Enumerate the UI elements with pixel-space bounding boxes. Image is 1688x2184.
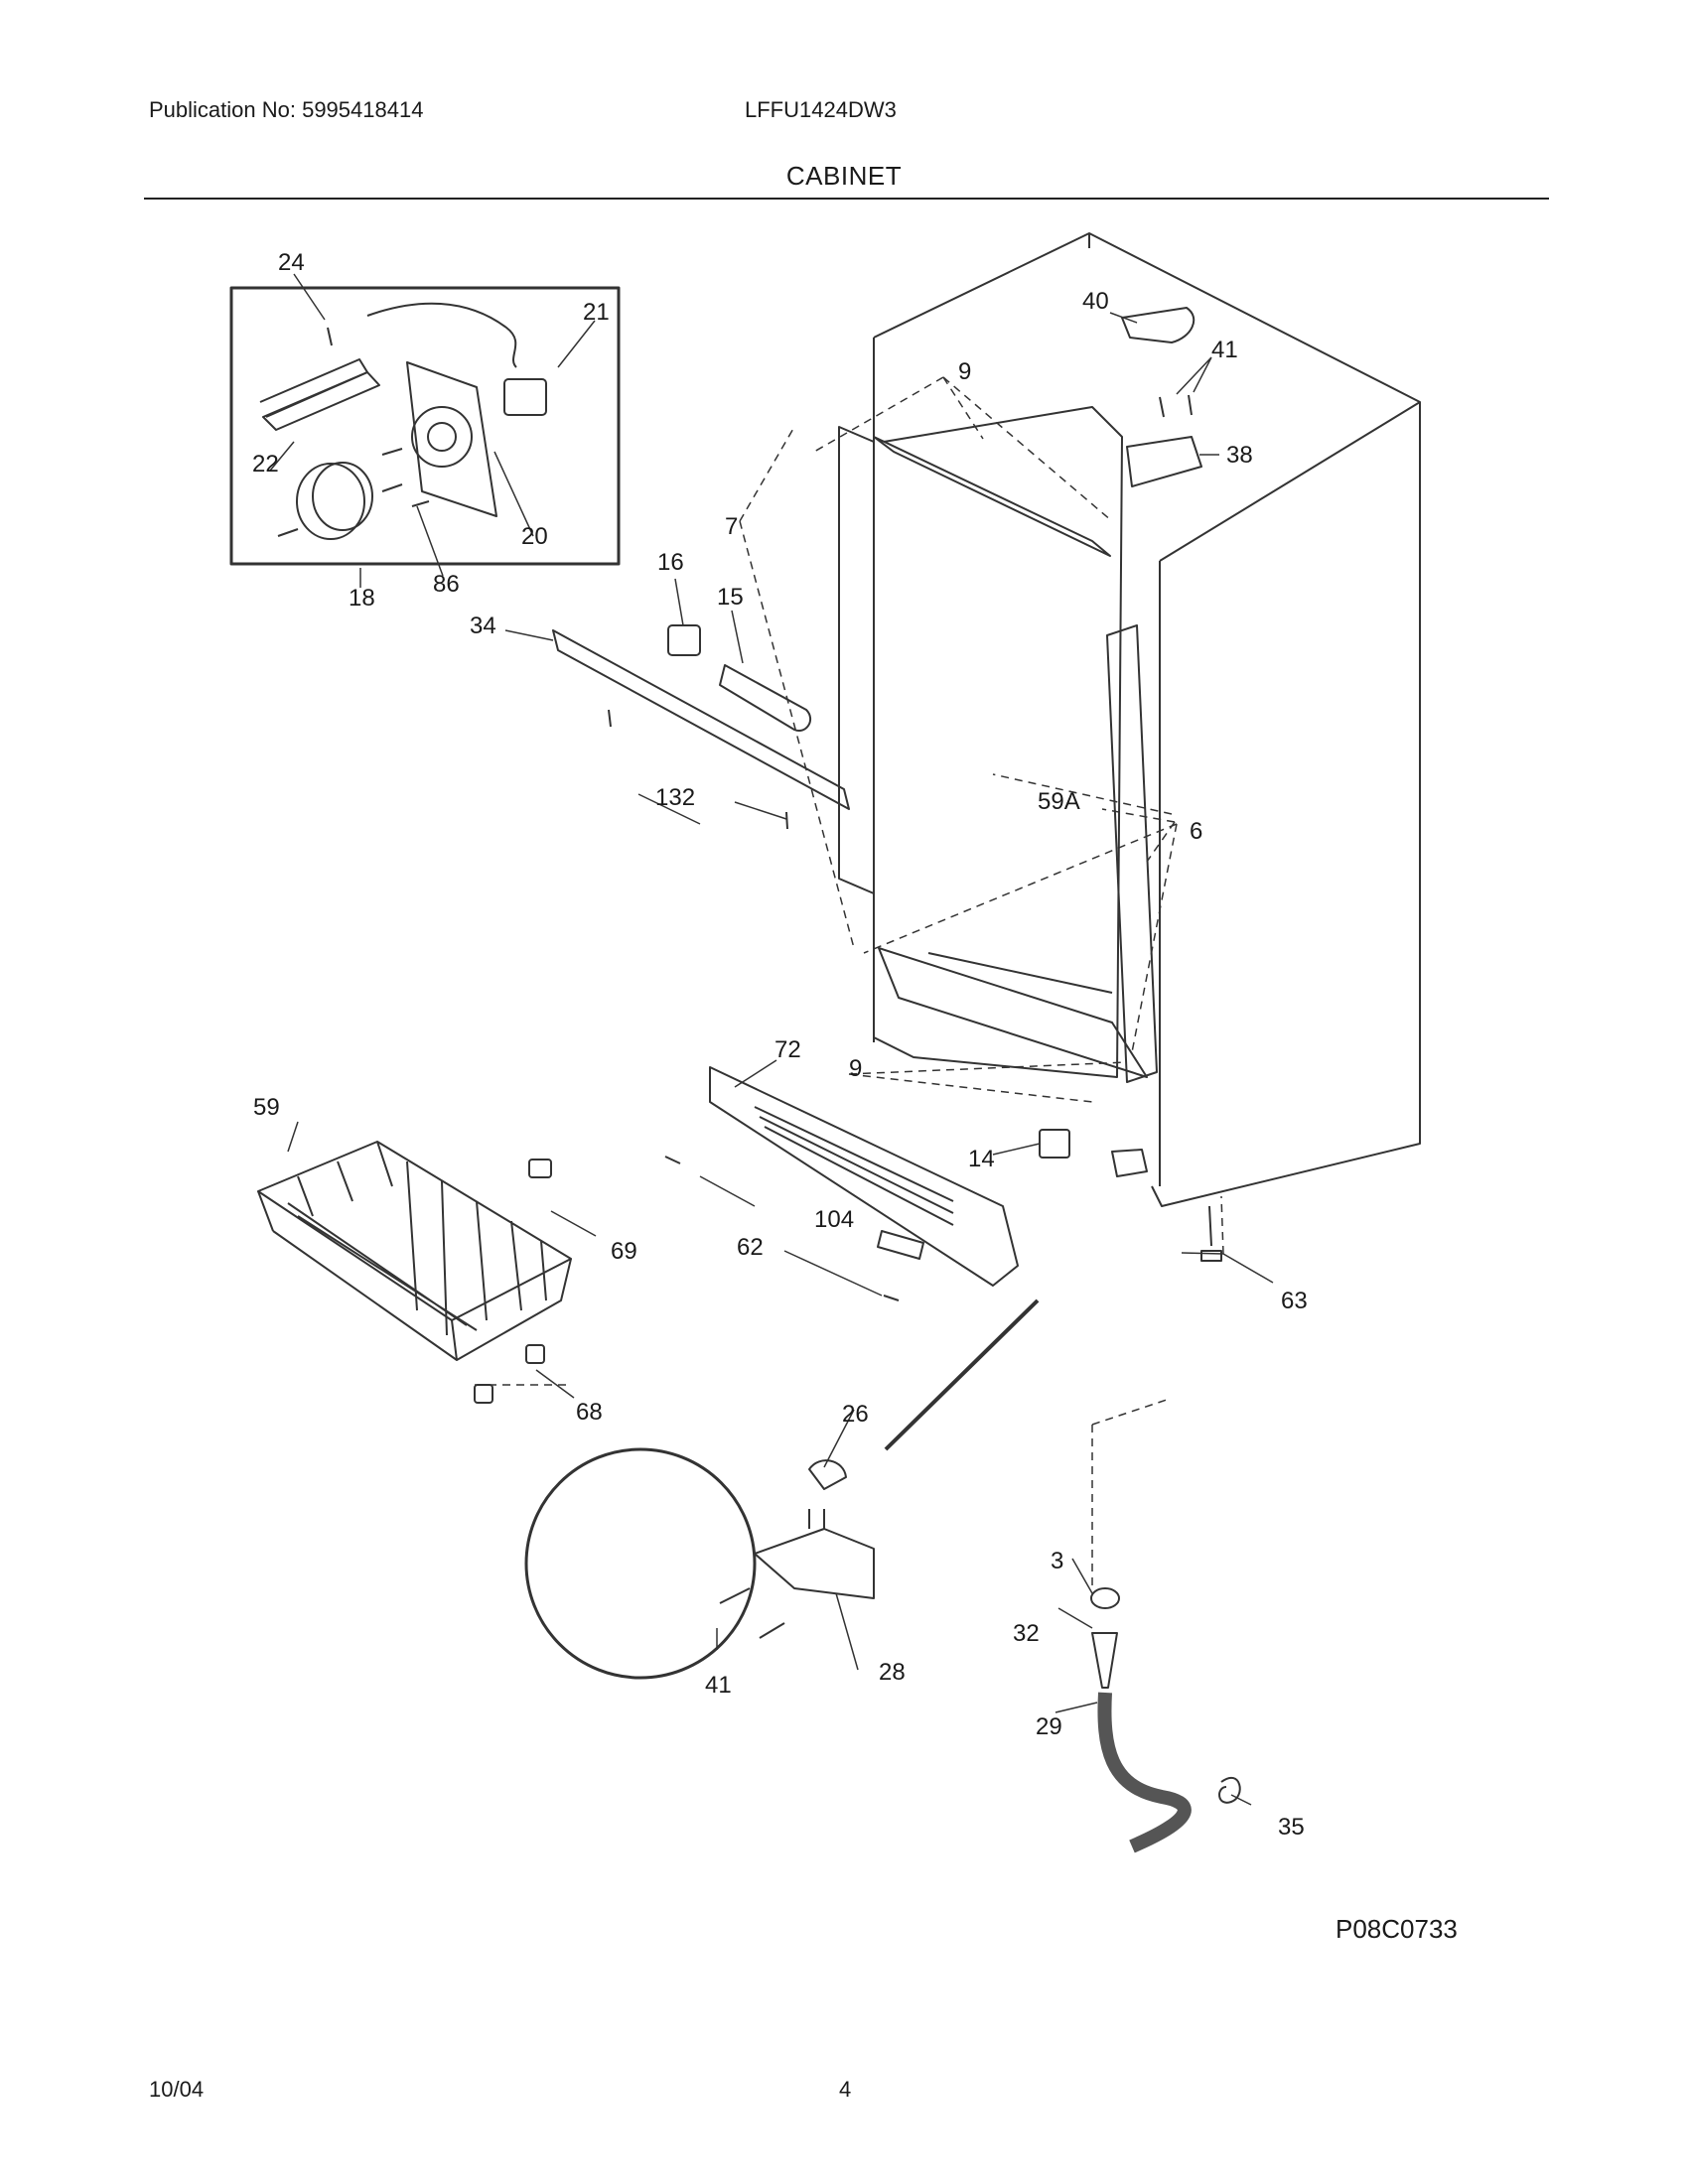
drain-trap <box>1091 1632 1118 1689</box>
wire-basket <box>257 1141 572 1361</box>
callout-24: 24 <box>278 249 305 276</box>
callout-26: 26 <box>842 1401 869 1428</box>
right-gasket-strip <box>1106 624 1158 1083</box>
section-title: CABINET <box>785 161 903 191</box>
footer-date: 10/04 <box>149 2077 205 2102</box>
callout-7: 7 <box>725 513 738 540</box>
callout-21: 21 <box>583 299 610 326</box>
toe-grille <box>709 1066 1019 1287</box>
bottom-breaker-strip <box>878 947 1148 1078</box>
basket-clip-68a <box>474 1384 493 1404</box>
callout-32: 32 <box>1013 1620 1040 1647</box>
drain-plug <box>1090 1587 1120 1609</box>
callout-22: 22 <box>252 451 279 478</box>
callout-69: 69 <box>611 1238 637 1265</box>
callout-29: 29 <box>1036 1713 1062 1740</box>
cabinet-outline <box>873 232 1421 1207</box>
callout-labels: 24 21 22 20 18 86 34 16 15 132 7 9 40 41… <box>252 249 1308 1841</box>
callout-20: 20 <box>521 523 548 550</box>
callout-3: 3 <box>1051 1548 1063 1574</box>
callout-18: 18 <box>349 585 375 612</box>
inset-box-thermostat <box>229 286 621 566</box>
callout-14: 14 <box>968 1146 995 1172</box>
callout-9-bottom: 9 <box>849 1055 862 1082</box>
shield-bracket <box>552 629 850 810</box>
callout-62: 62 <box>737 1234 764 1261</box>
callout-6: 6 <box>1190 818 1202 845</box>
callout-9-top: 9 <box>958 358 971 385</box>
callout-72: 72 <box>774 1036 801 1063</box>
callout-68: 68 <box>576 1399 603 1426</box>
basket-clip-69 <box>528 1159 552 1178</box>
callout-34: 34 <box>470 613 496 639</box>
header-rule <box>144 198 1549 200</box>
hinge-cover <box>1121 307 1196 343</box>
callout-104: 104 <box>814 1206 854 1233</box>
hinge-plate <box>754 1528 875 1599</box>
bottom-hinge-small <box>1111 1149 1148 1177</box>
hinge-bushing <box>808 1459 847 1490</box>
basket-clip-68b <box>525 1344 545 1364</box>
light-switch <box>1039 1129 1070 1159</box>
callout-35: 35 <box>1278 1814 1305 1841</box>
control-knob <box>296 463 365 540</box>
light-socket <box>667 624 701 656</box>
thermostat-body <box>503 378 547 416</box>
callout-40: 40 <box>1082 288 1109 315</box>
callout-132: 132 <box>655 784 695 811</box>
model-number: LFFU1424DW3 <box>745 97 897 122</box>
top-breaker-strip <box>873 436 1111 557</box>
sensor-bar <box>262 371 380 431</box>
cabinet-liner <box>873 406 1123 1078</box>
left-gasket-strip <box>838 426 875 894</box>
callout-15: 15 <box>717 584 744 611</box>
callout-41-bottom: 41 <box>705 1672 732 1699</box>
screw-24 <box>327 327 333 346</box>
callout-41-top: 41 <box>1211 337 1238 363</box>
zoom-circle-hinge <box>524 1447 757 1680</box>
callout-16: 16 <box>657 549 684 576</box>
callout-38: 38 <box>1226 442 1253 469</box>
publication-number: Publication No: 5995418414 <box>149 97 424 122</box>
thermostat-wire <box>366 302 517 368</box>
callout-86: 86 <box>433 571 460 598</box>
drain-clip <box>1218 1776 1241 1804</box>
light-bulb <box>719 664 812 732</box>
leveling-leg <box>1200 1205 1222 1262</box>
callout-59: 59 <box>253 1094 280 1121</box>
callout-63: 63 <box>1281 1288 1308 1314</box>
top-hinge <box>1126 436 1202 487</box>
diagram-code: P08C0733 <box>1336 1914 1458 1944</box>
page-number: 4 <box>839 2077 852 2102</box>
part-104 <box>877 1230 924 1260</box>
drain-tube <box>1097 1692 1192 1853</box>
callout-59A: 59A <box>1038 788 1080 815</box>
thermostat-plate <box>406 361 497 517</box>
callout-28: 28 <box>879 1659 906 1686</box>
